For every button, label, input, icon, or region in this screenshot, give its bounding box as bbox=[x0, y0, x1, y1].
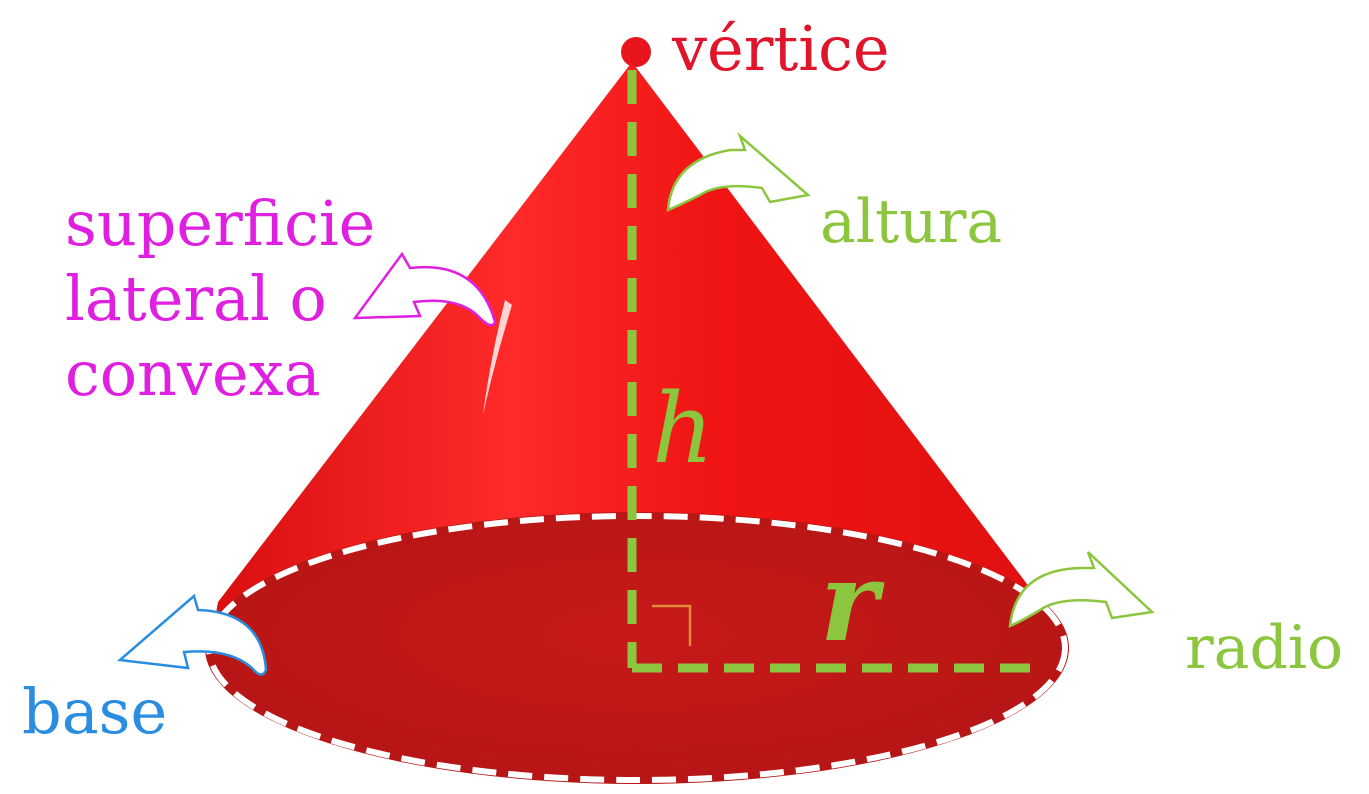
radius-symbol: r bbox=[820, 537, 885, 666]
height-symbol: h bbox=[652, 373, 714, 485]
lateral-label-line3: convexa bbox=[65, 337, 321, 410]
vertex-dot bbox=[621, 37, 651, 67]
surface-highlight bbox=[483, 300, 512, 415]
radius-label: radio bbox=[1185, 613, 1343, 683]
lateral-label-line2: lateral o bbox=[65, 262, 327, 335]
height-label: altura bbox=[820, 187, 1002, 257]
base-arrow-icon bbox=[117, 593, 268, 676]
radius-arrow-icon bbox=[1008, 551, 1155, 628]
lateral-label-line1: superficie bbox=[65, 187, 375, 260]
vertex-label: vértice bbox=[671, 12, 890, 85]
base-label: base bbox=[22, 675, 167, 748]
cone-base bbox=[205, 512, 1069, 784]
height-arrow-icon bbox=[666, 131, 811, 212]
right-angle-icon bbox=[652, 604, 692, 646]
lateral-arrow-icon bbox=[352, 251, 497, 327]
